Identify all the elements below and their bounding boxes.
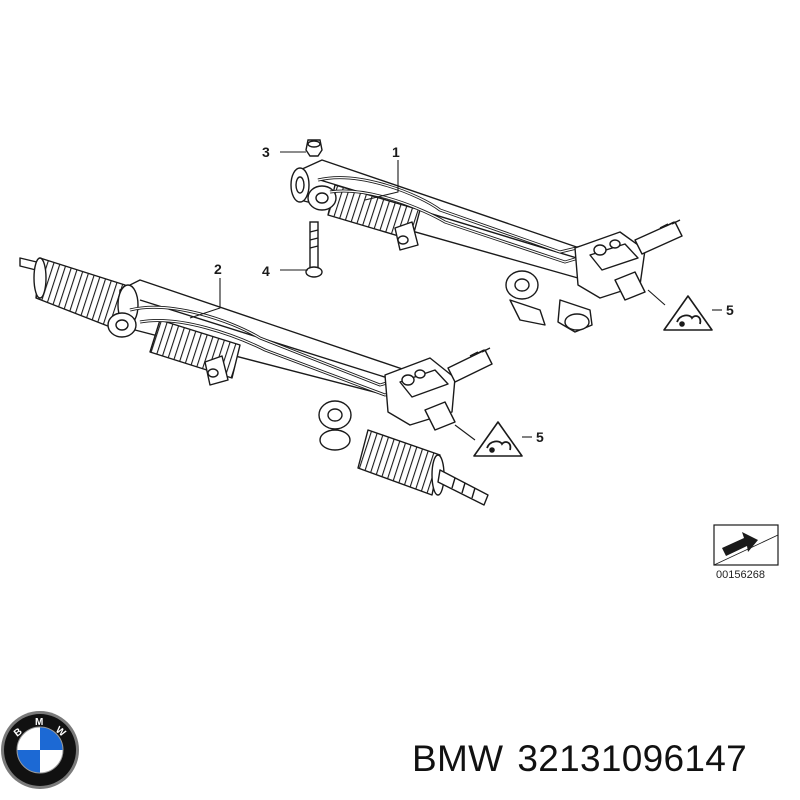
callout-3: 3 <box>262 144 270 160</box>
callout-2: 2 <box>214 261 222 277</box>
warning-sign-upper <box>663 295 713 331</box>
callout-5-lower: 5 <box>536 429 544 445</box>
leader-lines <box>189 151 722 441</box>
part-number: 32131096147 <box>517 738 747 779</box>
reference-arrow-icon <box>713 524 779 566</box>
callout-1: 1 <box>392 144 400 160</box>
warning-sign-lower <box>473 421 523 457</box>
bolt-part <box>305 221 323 278</box>
callout-4: 4 <box>262 263 270 279</box>
svg-text:M: M <box>35 717 43 728</box>
bmw-logo: B M W <box>1 711 79 789</box>
part-caption: BMW 32131096147 <box>412 738 747 780</box>
nut-part <box>305 139 323 157</box>
reference-number: 00156268 <box>716 569 765 581</box>
steering-rack-lower <box>19 257 493 506</box>
callout-5-upper: 5 <box>726 302 734 318</box>
brand-name: BMW <box>412 738 504 779</box>
steering-rack-upper <box>290 159 683 333</box>
